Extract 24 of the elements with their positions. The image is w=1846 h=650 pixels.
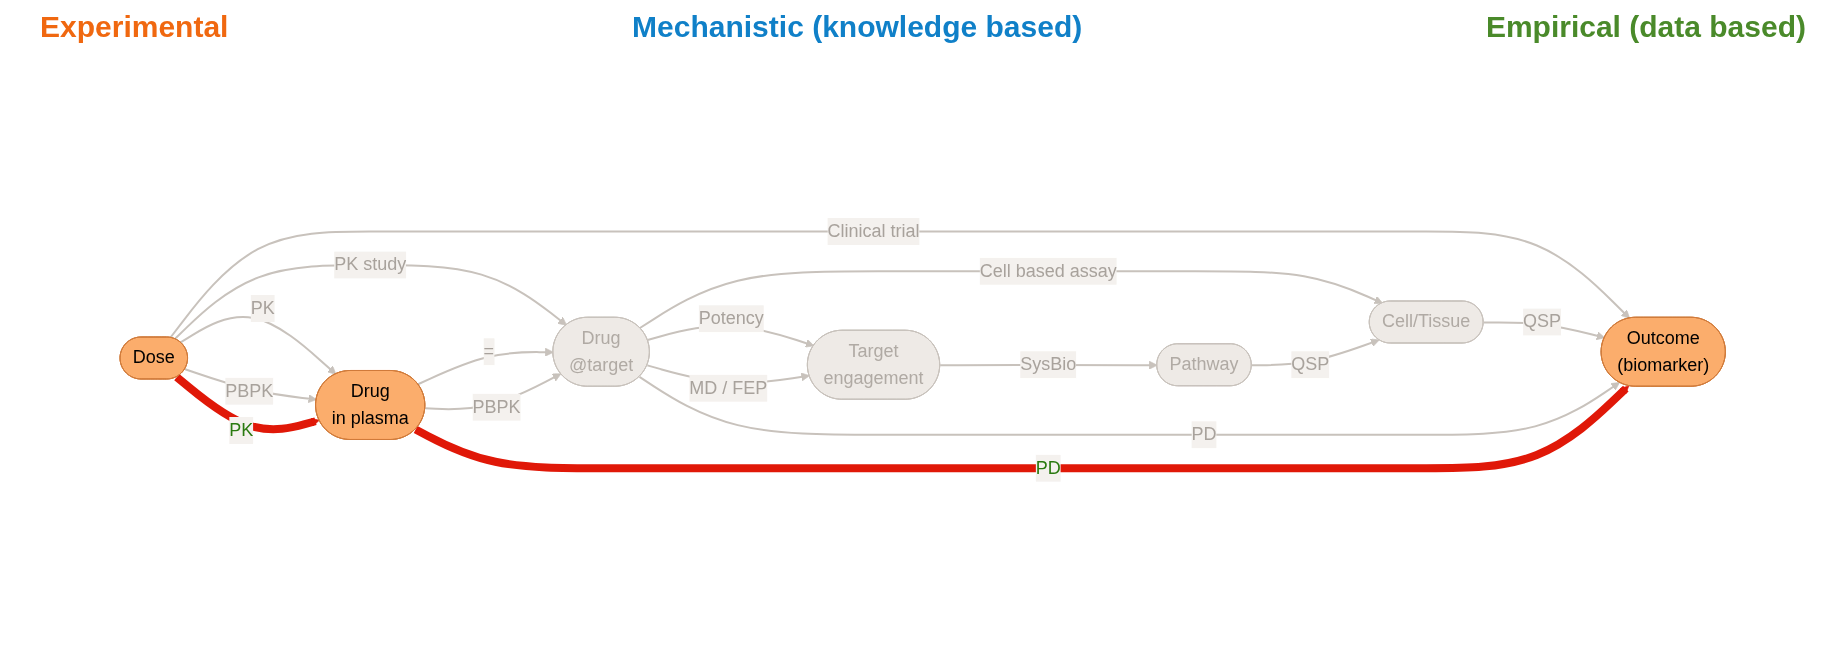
edge-label: MD / FEP bbox=[689, 377, 768, 398]
section-heading: Experimental bbox=[40, 10, 229, 45]
arrow bbox=[174, 264, 568, 341]
edge-label: PBPK bbox=[472, 396, 521, 417]
edge-label: PBPK bbox=[225, 380, 274, 401]
edge-label: Potency bbox=[699, 308, 765, 329]
edge-label: PK bbox=[250, 298, 276, 319]
edge-label: PK bbox=[229, 420, 254, 441]
edge-label: SysBio bbox=[1020, 354, 1077, 375]
edge-label: PD bbox=[1191, 424, 1217, 445]
edge-label: QSP bbox=[1523, 311, 1562, 332]
section-heading: Mechanistic (knowledge based) bbox=[632, 10, 1083, 45]
arrow bbox=[417, 347, 555, 386]
edge-label: = bbox=[483, 341, 495, 362]
edge-label: QSP bbox=[1291, 354, 1330, 375]
arrow bbox=[414, 385, 1630, 473]
section-heading: Empirical (data based) bbox=[1485, 10, 1806, 45]
edge-label: PK study bbox=[334, 254, 407, 275]
edge-label: PD bbox=[1036, 457, 1062, 478]
edge-label: Cell based assay bbox=[979, 260, 1118, 281]
arrow bbox=[638, 376, 1621, 436]
arrow bbox=[179, 316, 337, 375]
edge-label: Clinical trial bbox=[827, 221, 920, 242]
arrow bbox=[174, 374, 321, 434]
